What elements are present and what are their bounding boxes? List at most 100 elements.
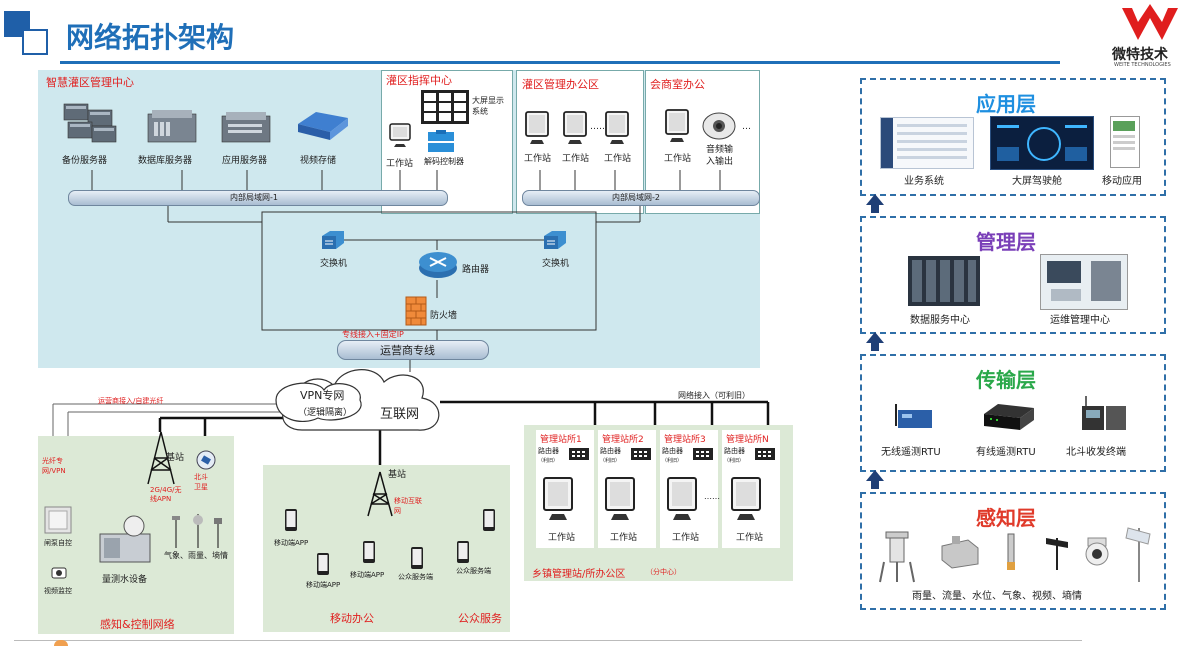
header-accent — [0, 9, 48, 55]
app-label: 移动端APP — [306, 581, 341, 589]
station-router-icon — [692, 445, 714, 461]
arrow-stem — [871, 481, 879, 489]
logo-text: 微特技术 — [1112, 47, 1168, 63]
isp-line-bar — [337, 340, 489, 360]
audio-device-icon — [702, 110, 736, 140]
wired-rtu-icon — [982, 402, 1036, 432]
mobile-base-station-label: 基站 — [388, 470, 407, 480]
video-storage-icon — [296, 110, 350, 142]
data-center-icon — [908, 256, 980, 306]
big-screen-dashboard-icon — [990, 116, 1094, 170]
pump-label: 闸泵自控 — [44, 539, 72, 547]
logo-subtext: WEITE TECHNOLOGIES — [1114, 62, 1171, 68]
video-storage-label: 视频存储 — [300, 156, 337, 166]
satellite-icon — [196, 450, 216, 470]
command-title: 灌区指挥中心 — [386, 74, 452, 87]
firewall-label: 防火墙 — [430, 311, 458, 321]
server-application-label: 应用服务器 — [222, 156, 268, 166]
station-router-icon — [754, 445, 776, 461]
mobile-app-icon — [1110, 116, 1140, 168]
station-net-note: 网络接入（可利旧） — [678, 391, 750, 400]
server-icon — [220, 110, 272, 146]
mobile-office-title: 移动办公 — [330, 612, 374, 625]
station-ws-label: 工作站 — [610, 533, 638, 543]
footer-accent — [54, 640, 68, 646]
layer-transmission-caption: 无线遥测RTU — [881, 447, 941, 458]
station-ws-label: 工作站 — [548, 533, 576, 543]
station-router-label: 路由器 — [600, 447, 621, 455]
logo-mark-icon — [1122, 4, 1178, 40]
router-label: 路由器 — [462, 265, 490, 275]
command-workstation-label: 工作站 — [386, 159, 414, 169]
arrow-stem — [871, 343, 879, 351]
camera-icon — [50, 566, 70, 582]
base-station-icon — [364, 470, 396, 518]
decoder-label: 解码控制器 — [424, 157, 464, 166]
meeting-workstation-label: 工作站 — [664, 154, 692, 164]
vpn-label: VPN专网 — [300, 389, 345, 402]
water-device-label: 量测水设备 — [102, 575, 148, 585]
station-router-icon — [630, 445, 652, 461]
decoder-icon — [428, 130, 454, 154]
isp-line-label: 运营商专线 — [380, 344, 435, 357]
office-workstation-label: 工作站 — [524, 154, 552, 164]
workstation-icon — [524, 110, 552, 146]
station-router-icon — [568, 445, 590, 461]
office-workstation-label: 工作站 — [562, 154, 590, 164]
station-dots: …… — [704, 492, 720, 501]
stations-title: 乡镇管理站/所办公区 — [532, 569, 626, 580]
isp-note: 专线接入+固定IP — [342, 330, 404, 339]
switch-left-label: 交换机 — [320, 259, 348, 269]
switch-icon — [320, 230, 346, 250]
router-icon — [418, 248, 458, 280]
ptz-camera-icon — [1082, 536, 1112, 566]
station-router-label: 路由器 — [662, 447, 683, 455]
workstation-icon — [388, 122, 414, 148]
office-title: 灌区管理办公区 — [522, 78, 599, 91]
workstation-icon — [666, 476, 700, 522]
firewall-icon — [405, 296, 427, 326]
water-level-icon — [1004, 532, 1018, 572]
arrow-up-icon — [866, 194, 884, 205]
app-label: 移动端APP — [274, 539, 309, 547]
station-router-label: 路由器 — [724, 447, 745, 455]
page-title: 网络拓扑架构 — [66, 21, 235, 54]
layer-transmission-caption: 有线遥测RTU — [976, 447, 1036, 458]
phone-icon — [456, 540, 470, 564]
lan1-bar — [68, 190, 448, 206]
server-icon — [146, 108, 198, 146]
station-router-sub: （利旧） — [724, 458, 745, 464]
arrow-up-icon — [866, 470, 884, 481]
phone-icon — [362, 540, 376, 564]
header-underline — [60, 61, 1060, 64]
video-label: 视频监控 — [44, 587, 72, 595]
station-ws-label: 工作站 — [736, 533, 764, 543]
layer-management-caption: 运维管理中心 — [1050, 315, 1110, 326]
perception-isp-note: 运营商接入/自建光纤 — [98, 397, 164, 405]
station-name: 管理站所2 — [602, 435, 644, 445]
ops-center-icon — [1040, 254, 1128, 310]
workstation-icon — [604, 110, 632, 146]
flow-meter-icon — [940, 536, 980, 570]
weather-sensor-icon — [1040, 532, 1074, 572]
layer-application-caption: 大屏驾驶舱 — [1012, 176, 1062, 187]
lan2-label: 内部局域网-2 — [612, 193, 660, 202]
phone-icon — [284, 508, 298, 532]
big-screen-label: 大屏显示系统 — [472, 96, 504, 116]
station-ws-label: 工作站 — [672, 533, 700, 543]
server-rack-icon — [62, 100, 120, 144]
apn-label: 2G/4G/无线APN — [150, 486, 182, 503]
workstation-icon — [562, 110, 590, 146]
weather-station-icon — [166, 510, 226, 550]
public-service-title: 公众服务 — [458, 612, 502, 625]
public-label: 公众服务端 — [456, 567, 491, 575]
lan1-label: 内部局域网-1 — [230, 193, 278, 202]
phone-icon — [482, 508, 496, 532]
phone-icon — [410, 546, 424, 570]
arrow-up-icon — [866, 332, 884, 343]
internet-label: 互联网 — [380, 407, 420, 422]
mobile-net-label: 移动互联网 — [394, 497, 422, 515]
server-database-label: 数据库服务器 — [138, 156, 193, 166]
public-label: 公众服务端 — [398, 573, 433, 581]
layer-transmission-caption: 北斗收发终端 — [1066, 447, 1126, 458]
